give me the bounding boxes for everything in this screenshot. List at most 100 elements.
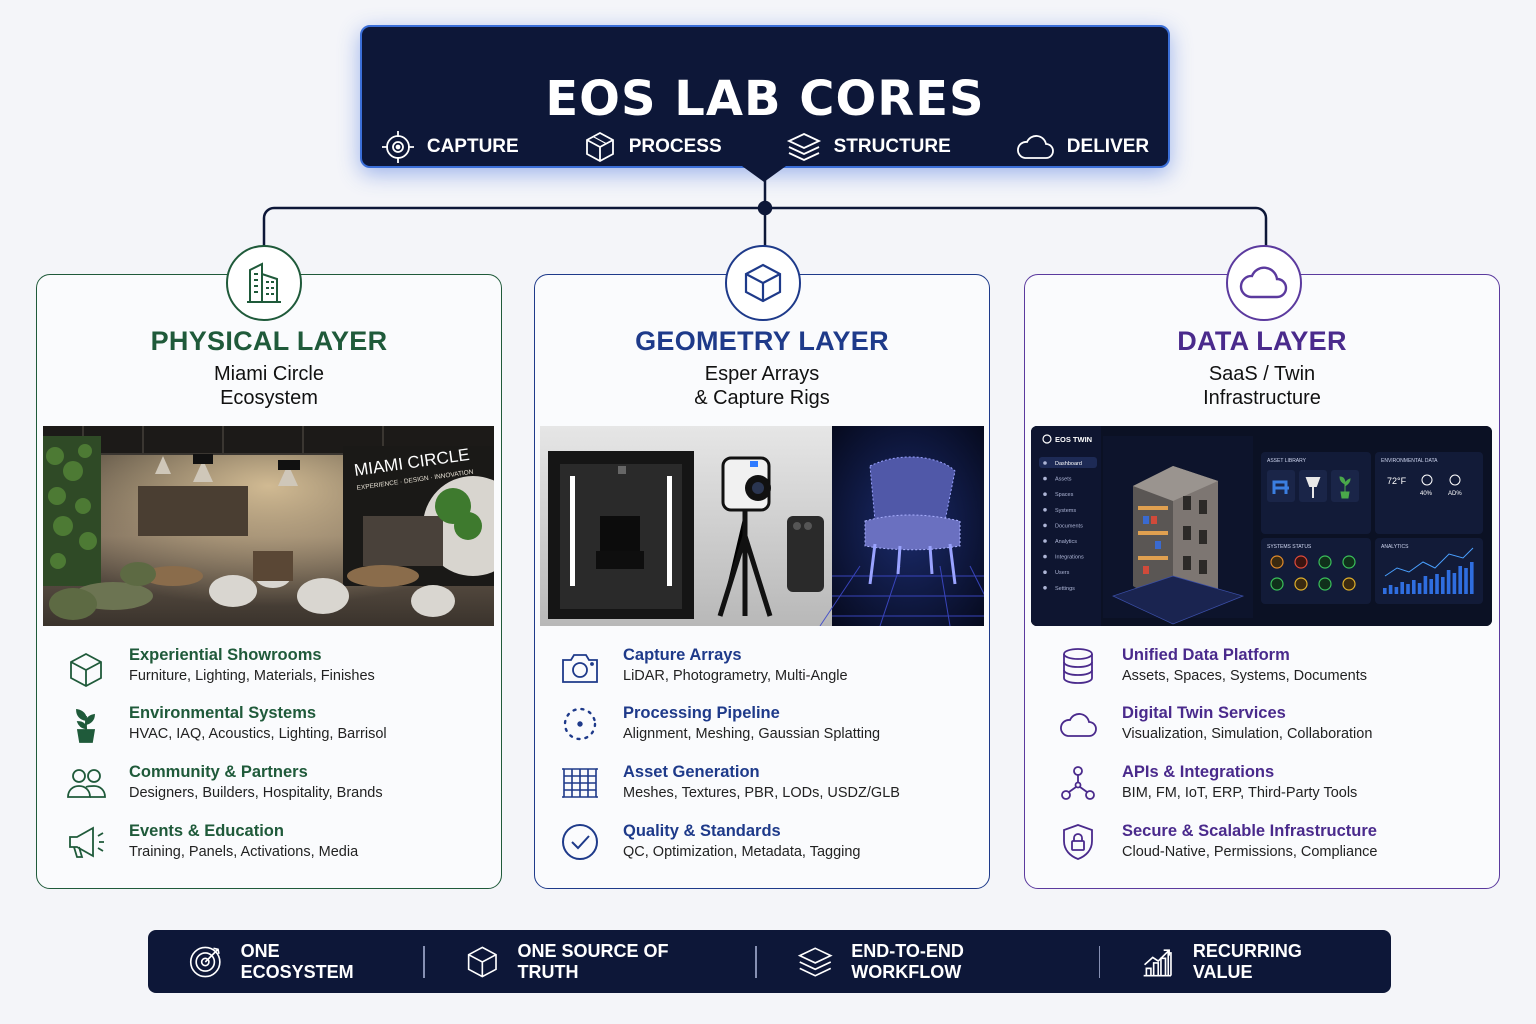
feature-title: Asset Generation xyxy=(623,763,760,781)
cube-icon xyxy=(467,945,497,978)
systems-status-heading: SYSTEMS STATUS xyxy=(1267,544,1312,550)
analytics-bar xyxy=(1406,584,1410,594)
nav-item-icon xyxy=(1043,554,1047,559)
divider xyxy=(1098,945,1101,978)
analytics-bar xyxy=(1464,568,1468,594)
asset-library-heading: ASSET LIBRARY xyxy=(1267,458,1307,464)
header-steps: CAPTURE PROCESS STRUCTURE DELIVER xyxy=(362,127,1168,167)
analytics-heading: ANALYTICS xyxy=(1381,544,1409,550)
step-label: DELIVER xyxy=(1066,136,1150,157)
people-icon xyxy=(67,769,106,798)
env-data-heading: ENVIRONMENTAL DATA xyxy=(1381,458,1438,464)
analytics-bar xyxy=(1423,576,1428,594)
header-pointer xyxy=(742,166,786,182)
feature-desc: LiDAR, Photogrametry, Multi-Angle xyxy=(623,668,848,684)
step-process: PROCESS xyxy=(551,131,754,163)
growth-chart-icon xyxy=(1143,948,1173,976)
analytics-bar xyxy=(1441,577,1445,594)
footer-recurring-value: RECURRING VALUE xyxy=(1100,941,1391,983)
step-label: STRUCTURE xyxy=(833,136,951,157)
dashboard-nav-item: Documents xyxy=(1055,523,1083,529)
cube-icon xyxy=(744,263,782,303)
dashboard-nav-item: Systems xyxy=(1055,508,1076,514)
subtitle-line: & Capture Rigs xyxy=(694,387,830,409)
subtitle-line: Miami Circle xyxy=(214,363,324,385)
nav-item-icon xyxy=(1043,461,1047,465)
env-value: 40% xyxy=(1420,491,1433,497)
feature-title: Environmental Systems xyxy=(129,704,317,722)
feature-title: Quality & Standards xyxy=(623,822,781,840)
geometry-layer-title: GEOMETRY LAYER xyxy=(635,326,889,356)
footer-end-to-end: END-TO-END WORKFLOW xyxy=(757,941,1099,983)
feature-title: Processing Pipeline xyxy=(623,704,780,722)
footer-label: RECURRING VALUE xyxy=(1192,940,1302,982)
cloud-icon xyxy=(1016,135,1054,159)
analytics-bar xyxy=(1452,573,1457,594)
data-layer-title: DATA LAYER xyxy=(1177,326,1347,356)
footer-label: ONE ECOSYSTEM xyxy=(240,940,354,982)
footer-label: END-TO-END WORKFLOW xyxy=(851,940,964,982)
plant-icon xyxy=(76,708,96,743)
subtitle-line: Infrastructure xyxy=(1203,387,1321,409)
dashboard-nav-item: Integrations xyxy=(1055,555,1084,561)
analytics-bar xyxy=(1470,562,1474,594)
feature-title: APIs & Integrations xyxy=(1122,763,1275,781)
dashboard-nav-item: Users xyxy=(1055,570,1070,576)
target-icon xyxy=(189,946,221,977)
feature-title: Unified Data Platform xyxy=(1122,646,1290,664)
env-value: AD% xyxy=(1448,491,1462,497)
showroom-image: MIAMI CIRCLE EXPERIENCE · DESIGN · INNOV… xyxy=(43,426,494,626)
feature-desc: Designers, Builders, Hospitality, Brands xyxy=(129,785,383,801)
nav-item-icon xyxy=(1043,523,1047,528)
feature-desc: Assets, Spaces, Systems, Documents xyxy=(1122,668,1367,684)
divider xyxy=(423,945,425,978)
nav-item-icon xyxy=(1043,586,1047,590)
database-icon xyxy=(1063,648,1093,684)
nav-item-icon xyxy=(1043,476,1047,481)
physical-layer-subtitle: Miami Circle Ecosystem xyxy=(36,362,502,410)
connector-lines xyxy=(262,180,1268,246)
capture-rig-image xyxy=(540,426,984,626)
feature-title: Digital Twin Services xyxy=(1122,704,1286,722)
analytics-bar xyxy=(1394,587,1399,594)
feature-title: Community & Partners xyxy=(129,763,308,781)
shield-lock-icon xyxy=(1063,824,1093,860)
dashboard-nav-item: Settings xyxy=(1055,586,1075,592)
page-title: EOS LAB CORES xyxy=(545,71,985,127)
nav-item-icon xyxy=(1043,492,1047,496)
analytics-bar xyxy=(1458,566,1462,594)
analytics-bar xyxy=(1429,579,1433,594)
feature-title: Secure & Scalable Infrastructure xyxy=(1122,822,1377,840)
grid-icon xyxy=(562,768,598,798)
analytics-bar xyxy=(1446,570,1451,594)
nav-item-icon xyxy=(1043,508,1047,512)
megaphone-icon xyxy=(69,826,104,858)
footer-label: ONE SOURCE OF TRUTH xyxy=(517,940,669,982)
subtitle-line: SaaS / Twin xyxy=(1208,363,1316,385)
dashboard-nav-item: Spaces xyxy=(1055,492,1074,498)
subtitle-line: Ecosystem xyxy=(220,387,318,409)
data-layer-subtitle: SaaS / Twin Infrastructure xyxy=(1024,362,1500,410)
env-value: 72°F xyxy=(1387,476,1407,486)
subtitle-line: Esper Arrays xyxy=(704,363,820,385)
feature-desc: Training, Panels, Activations, Media xyxy=(129,844,359,860)
feature-desc: Visualization, Simulation, Collaboration xyxy=(1122,726,1373,742)
feature-desc: Cloud-Native, Permissions, Compliance xyxy=(1122,844,1378,860)
analytics-bar xyxy=(1383,588,1387,594)
cloud-icon xyxy=(1239,266,1288,299)
dashboard-brand: EOS TWIN xyxy=(1055,435,1092,444)
network-icon xyxy=(1061,766,1095,800)
camera-icon xyxy=(562,654,598,683)
feature-title: Events & Education xyxy=(129,822,284,840)
feature-desc: Alignment, Meshing, Gaussian Splatting xyxy=(623,726,881,742)
feature-title: Experiential Showrooms xyxy=(129,646,322,664)
step-capture: CAPTURE xyxy=(349,131,551,163)
cube-icon xyxy=(585,131,614,163)
check-circle-icon xyxy=(562,824,598,860)
cloud-outline-icon xyxy=(1060,713,1097,737)
geometry-layer-subtitle: Esper Arrays & Capture Rigs xyxy=(534,362,990,410)
footer-one-ecosystem: ONE ECOSYSTEM xyxy=(148,941,423,983)
dashboard-nav-item: Dashboard xyxy=(1055,461,1082,467)
analytics-bar xyxy=(1412,580,1416,594)
